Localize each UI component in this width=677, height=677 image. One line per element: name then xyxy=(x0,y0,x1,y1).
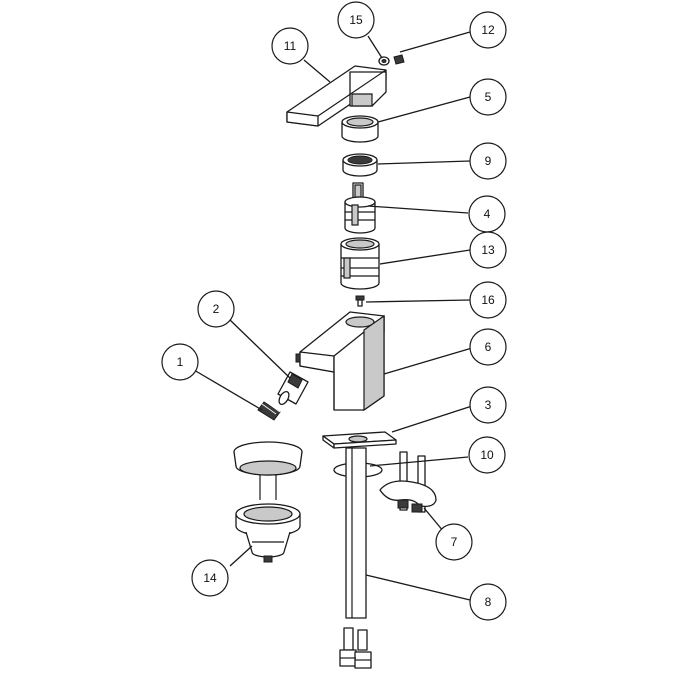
svg-text:3: 3 xyxy=(485,398,492,412)
leader-10 xyxy=(369,456,469,467)
leader-4 xyxy=(367,205,469,214)
svg-text:4: 4 xyxy=(484,207,491,221)
part-aerator-body xyxy=(277,371,309,406)
leader-9 xyxy=(377,160,471,165)
part-cartridge-sleeve xyxy=(340,237,380,290)
svg-text:10: 10 xyxy=(480,448,494,462)
callout-16: 16 xyxy=(469,281,507,319)
callout-3: 3 xyxy=(469,386,507,424)
part-cover-ring xyxy=(341,115,379,143)
callout-7: 7 xyxy=(435,523,473,561)
svg-text:12: 12 xyxy=(481,23,495,37)
part-fixing-bracket xyxy=(379,451,437,513)
callout-9: 9 xyxy=(469,142,507,180)
callout-10: 10 xyxy=(468,436,506,474)
part-grub-screw xyxy=(393,54,405,65)
part-locking-nut xyxy=(342,153,378,177)
part-lever-handle xyxy=(286,65,387,127)
leader-8 xyxy=(365,574,471,601)
svg-text:13: 13 xyxy=(481,243,495,257)
leader-lines xyxy=(193,31,473,601)
part-pop-up-waste xyxy=(233,441,303,563)
callout-4: 4 xyxy=(468,195,506,233)
callout-5: 5 xyxy=(469,78,507,116)
leader-7 xyxy=(423,507,445,533)
part-threaded-rod xyxy=(345,447,367,619)
part-aerator-insert xyxy=(257,401,281,421)
leader-15 xyxy=(367,35,383,59)
part-flexible-hoses xyxy=(339,627,372,669)
leader-6 xyxy=(383,347,473,375)
part-cartridge xyxy=(344,182,376,234)
svg-text:14: 14 xyxy=(203,571,217,585)
leader-12 xyxy=(399,31,471,53)
part-base-plate xyxy=(322,431,397,449)
callout-15: 15 xyxy=(337,1,375,39)
svg-text:5: 5 xyxy=(485,90,492,104)
svg-text:16: 16 xyxy=(481,293,495,307)
svg-text:2: 2 xyxy=(213,302,220,316)
callout-13: 13 xyxy=(469,231,507,269)
leader-13 xyxy=(379,249,471,265)
callout-11: 11 xyxy=(271,27,309,65)
svg-text:11: 11 xyxy=(284,39,297,53)
leader-11 xyxy=(303,59,331,83)
callout-14: 14 xyxy=(191,559,229,597)
callout-12: 12 xyxy=(469,11,507,49)
callout-6: 6 xyxy=(469,328,507,366)
leader-2 xyxy=(229,319,291,379)
callout-2: 2 xyxy=(197,290,235,328)
leader-16 xyxy=(365,299,471,303)
svg-text:6: 6 xyxy=(485,340,492,354)
part-tap-body xyxy=(295,311,385,412)
part-cap-screw xyxy=(378,56,390,66)
leader-14 xyxy=(229,545,253,567)
part-small-screw xyxy=(355,295,365,307)
leader-5 xyxy=(377,96,471,123)
leader-3 xyxy=(391,405,473,433)
svg-text:15: 15 xyxy=(349,13,363,27)
svg-text:7: 7 xyxy=(451,535,458,549)
leader-1 xyxy=(193,369,263,411)
callout-8: 8 xyxy=(469,583,507,621)
svg-text:8: 8 xyxy=(485,595,492,609)
callout-1: 1 xyxy=(161,343,199,381)
svg-text:9: 9 xyxy=(485,154,492,168)
svg-text:1: 1 xyxy=(177,355,184,369)
